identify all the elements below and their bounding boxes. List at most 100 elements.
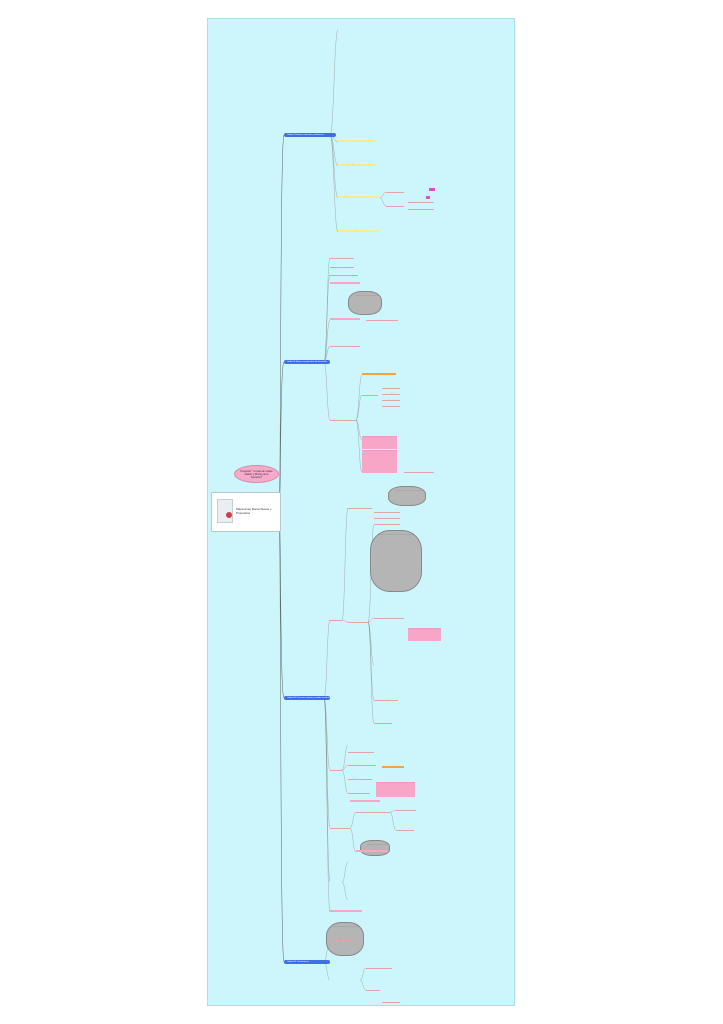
text-block: ........................................… xyxy=(472,800,506,801)
node-yellow[interactable]: Perspectivas actuales y tendencias xyxy=(338,230,378,233)
highlight-text: ........................................… xyxy=(408,628,441,641)
node-orange[interactable]: Síntesis de los enfoques de desarrollo xyxy=(362,373,396,376)
node[interactable]: Dimensiones del desarrollo xyxy=(330,265,354,269)
node-pink[interactable]: Estudio de caso xyxy=(330,910,362,913)
node[interactable]: Participación ciudadana xyxy=(382,404,400,408)
node-yellow[interactable]: Etapas históricas del desarrollo xyxy=(338,140,376,143)
callout-bubble: ........................................… xyxy=(388,486,426,506)
highlight-text: ........................................… xyxy=(376,782,415,797)
text-block: ........................................… xyxy=(418,820,474,821)
text-block: ........................................… xyxy=(400,692,430,693)
central-topic-title: Mapa Anay Ilkeva Suaoe y Propositos xyxy=(236,507,272,515)
text-block: ........................................… xyxy=(386,212,414,213)
node[interactable]: Salud xyxy=(330,826,350,830)
callout-bubble: ........................................… xyxy=(326,922,364,956)
node[interactable]: Cambio social xyxy=(348,506,372,510)
node[interactable]: Inclusión social xyxy=(348,750,374,754)
text-block: ........................................… xyxy=(382,978,416,979)
node[interactable]: Concepto de desarrollo xyxy=(330,256,354,260)
text-block: ........................................… xyxy=(382,146,412,147)
node[interactable]: Estado y mercado xyxy=(374,516,400,520)
text-block: ........................................… xyxy=(382,128,412,129)
node[interactable]: Desarrollo humano xyxy=(408,207,434,211)
node[interactable]: Gestión del conocimiento xyxy=(374,616,404,620)
node[interactable]: Conclusiones generales xyxy=(330,938,356,942)
highlight-text: ........................................… xyxy=(362,450,397,473)
text-block: ........................................… xyxy=(376,746,406,747)
callout-bubble: ........................................… xyxy=(370,530,422,592)
branch-unidad-4[interactable]: Unidad IV: Conclusiones xyxy=(284,960,330,964)
text-block: ........................................… xyxy=(400,423,428,424)
text-block: ........................................… xyxy=(326,968,360,969)
text-block: ........................................… xyxy=(346,898,371,899)
node[interactable]: Crecimiento económico xyxy=(330,344,360,348)
text-block: ........................................… xyxy=(440,656,470,657)
node[interactable]: Planificación estratégica xyxy=(374,698,398,702)
node[interactable]: Equidad de género xyxy=(348,763,376,767)
branch-unidad-1[interactable]: Unidad I: Historia, evolución y tendenci… xyxy=(284,133,336,137)
node-yellow[interactable]: Enfoques y paradigmas del desarrollo xyxy=(338,164,376,167)
text-block: ........................................… xyxy=(440,642,470,643)
callout-bubble: ........................................… xyxy=(348,291,382,315)
text-block: ........................................… xyxy=(420,802,468,803)
node[interactable]: Actores sociales xyxy=(374,510,400,514)
node[interactable]: Sostenibilidad xyxy=(330,768,342,772)
node[interactable]: Evaluación de impacto xyxy=(374,721,392,725)
text-block: ........................................… xyxy=(410,660,436,661)
node[interactable]: Tecnología xyxy=(348,777,372,781)
text-block: ........................................… xyxy=(392,846,426,847)
text-block: ........................................… xyxy=(394,712,424,713)
node-pink[interactable]: Propuesta de intervención xyxy=(356,850,388,853)
text-block: ........................................… xyxy=(358,250,386,251)
node[interactable]: Trabajo xyxy=(356,810,390,814)
node[interactable]: Instituciones y gobernanza xyxy=(382,392,400,396)
text-block: ........................................… xyxy=(346,858,376,859)
node[interactable]: Movimientos sociales xyxy=(330,618,342,622)
text-block: ........................................… xyxy=(398,362,428,363)
node[interactable]: Teoría clásica xyxy=(386,190,404,194)
node[interactable]: Referencias xyxy=(366,988,380,992)
node[interactable]: Políticas públicas xyxy=(382,398,400,402)
node-orange[interactable]: Actividad integradora xyxy=(382,766,404,769)
text-block: ........................................… xyxy=(346,478,382,479)
node[interactable]: Desarrollo social xyxy=(362,393,378,397)
question-note[interactable]: Pregunta? : A mapa de mapas dataloc y Rh… xyxy=(234,465,279,483)
text-block: ........................................… xyxy=(364,904,400,905)
callout-bubble: ........................................… xyxy=(360,840,390,856)
text-block: ........................................… xyxy=(396,962,432,963)
node[interactable]: Redes y alianzas xyxy=(404,470,434,474)
text-block: ........................................… xyxy=(370,644,406,645)
central-topic[interactable]: Mapa Anay Ilkeva Suaoe y Propositos xyxy=(211,492,281,532)
node[interactable]: Comunidad y territorio xyxy=(348,620,368,624)
node[interactable]: Objetivos de desarrollo sostenible xyxy=(330,273,358,277)
node-yellow[interactable]: Actores y procesos del desarrollo xyxy=(338,196,380,199)
node[interactable]: Recomendaciones xyxy=(366,966,392,970)
node[interactable]: Cultura xyxy=(396,808,416,812)
node[interactable]: Modernización xyxy=(386,204,404,208)
text-block: ........................................… xyxy=(362,410,390,411)
text-block: ........................................… xyxy=(382,172,412,173)
node[interactable]: Redes y alianzas xyxy=(396,828,414,832)
node[interactable]: Educación xyxy=(348,791,370,795)
node[interactable]: Dependencia xyxy=(408,200,434,204)
node-pink[interactable]: Estudio de caso xyxy=(350,800,380,803)
text-block: ........................................… xyxy=(374,327,402,328)
branch-unidad-3[interactable]: Unidad III: Procesos, actores y cambio s… xyxy=(284,696,330,700)
text-block: ........................................… xyxy=(340,22,376,23)
branch-unidad-2[interactable]: Unidad II: Bases conceptuales del desarr… xyxy=(284,360,330,364)
node[interactable]: Sociedad civil xyxy=(374,522,400,526)
text-block: ........................................… xyxy=(348,738,373,739)
color-swatch-magenta xyxy=(426,196,430,199)
highlight-text: ........................................… xyxy=(362,436,397,449)
node[interactable]: Cooperación internacional xyxy=(330,418,356,422)
logo-dot-icon xyxy=(226,512,232,518)
color-swatch-magenta xyxy=(429,188,435,191)
node[interactable]: Desarrollo ambiental xyxy=(382,386,400,390)
text-block: ........................................… xyxy=(408,594,436,595)
node-pink[interactable]: Desarrollo territorial xyxy=(330,282,360,285)
document-thumbnail xyxy=(217,499,233,523)
text-block: ........................................… xyxy=(408,618,438,619)
node-pink[interactable]: Innovación y conocimiento xyxy=(330,318,360,321)
node[interactable]: Indicadores y medición xyxy=(366,318,398,322)
node[interactable]: Anexos xyxy=(382,1000,400,1004)
